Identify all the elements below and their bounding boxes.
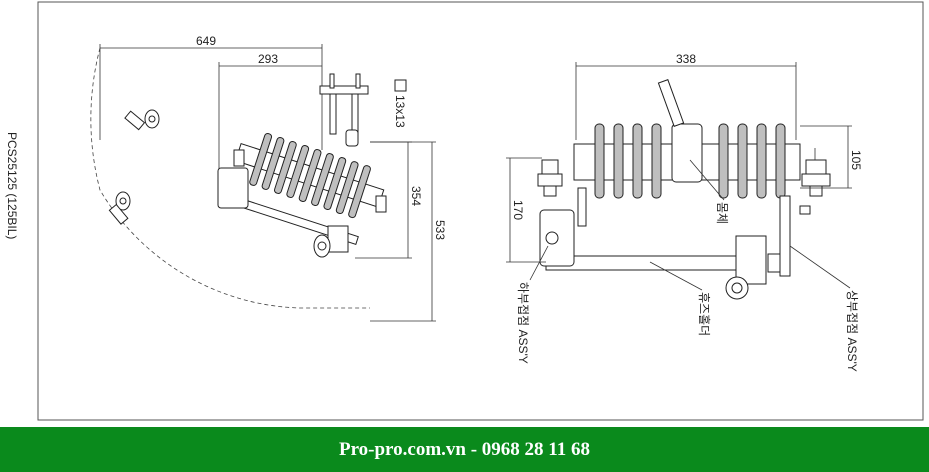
label-fuse-holder: 휴즈홀더: [697, 292, 711, 336]
left-view: 649 293 13x13: [90, 34, 447, 322]
dim-13x13: 13x13: [393, 95, 407, 128]
label-body: 몸체: [715, 202, 729, 224]
mounting-bracket: [319, 73, 407, 147]
dim-354: 354: [409, 186, 423, 206]
label-lower-contact: 하부접점 ASS'Y: [516, 282, 530, 364]
dim-533: 533: [433, 220, 447, 240]
dim-338: 338: [676, 52, 696, 66]
upper-terminal: [801, 148, 831, 197]
insulator-left: [234, 132, 385, 219]
footer-contact-text: Pro-pro.com.vn - 0968 28 11 68: [338, 438, 591, 460]
right-view: 338: [506, 52, 863, 372]
dim-649: 649: [196, 34, 216, 48]
lower-terminal: [537, 159, 587, 227]
drawing-border: [37, 1, 924, 421]
dim-170: 170: [511, 200, 525, 220]
label-upper-contact: 상부접점 ASS'Y: [845, 290, 859, 372]
fuse-holder-assembly: [539, 195, 811, 300]
footer-banner: Pro-pro.com.vn - 0968 28 11 68: [0, 427, 929, 472]
model-label: PCS25125 (125BIL): [5, 132, 19, 239]
swing-arc: [90, 47, 370, 309]
fuse-tube-left: [217, 149, 387, 258]
open-fuse-ghost: [108, 109, 160, 225]
insulator-right: [573, 79, 801, 199]
dim-105: 105: [849, 150, 863, 170]
dim-293: 293: [258, 52, 278, 66]
